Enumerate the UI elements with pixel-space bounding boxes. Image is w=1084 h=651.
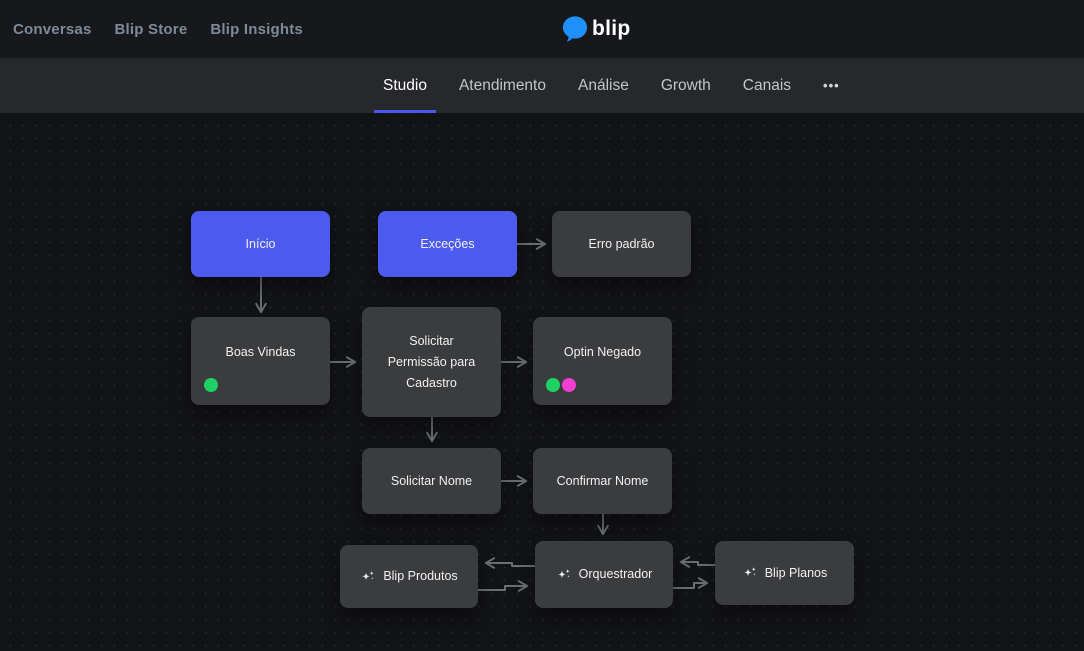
- flow-block-label: Blip Planos: [732, 563, 838, 584]
- flow-block-label: Blip Produtos: [350, 566, 467, 587]
- flow-block-orquestrador[interactable]: Orquestrador: [535, 541, 673, 608]
- tag-dot-green: [546, 378, 560, 392]
- nav-item-blip-insights[interactable]: Blip Insights: [210, 20, 303, 38]
- flow-edge-orquestrador-to-blip-produtos: [484, 557, 535, 569]
- tab-analise[interactable]: Análise: [577, 76, 629, 94]
- tab-growth[interactable]: Growth: [660, 76, 711, 94]
- flow-edge-blip-produtos-to-orquestrador: [478, 580, 529, 592]
- ai-sparkle-icon: [743, 567, 756, 577]
- flow-block-blip-produtos[interactable]: Blip Produtos: [340, 545, 478, 608]
- module-tabs: Studio Atendimento Análise Growth Canais •••: [374, 58, 840, 113]
- flow-edge-orquestrador-to-blip-planos: [673, 577, 709, 589]
- blip-logo-text: blip: [592, 17, 631, 40]
- top-navigation-bar: Conversas Blip Store Blip Insights blip: [0, 0, 1084, 58]
- flow-block-label: Optin Negado: [563, 345, 642, 359]
- workspace-nav: Conversas Blip Store Blip Insights: [0, 21, 303, 38]
- flow-block-inicio[interactable]: Início: [191, 211, 330, 277]
- flow-block-label: Início: [245, 236, 276, 251]
- tab-studio[interactable]: Studio: [374, 58, 436, 113]
- tab-atendimento[interactable]: Atendimento: [458, 76, 546, 94]
- flow-block-label: Erro padrão: [588, 236, 655, 251]
- flow-block-solicitar-nome[interactable]: Solicitar Nome: [362, 448, 501, 514]
- flow-block-excecoes[interactable]: Exceções: [378, 211, 517, 277]
- flow-block-label: Exceções: [420, 236, 475, 251]
- flow-block-label: Boas Vindas: [225, 345, 296, 359]
- nav-item-conversas[interactable]: Conversas: [13, 20, 92, 38]
- flow-block-blip-planos[interactable]: Blip Planos: [715, 541, 854, 605]
- flow-edge-blip-planos-to-orquestrador: [679, 556, 715, 568]
- blip-balloon-icon: [562, 15, 588, 42]
- ai-sparkle-icon: [557, 568, 570, 578]
- tab-canais[interactable]: Canais: [742, 76, 792, 94]
- flow-block-boas-vindas[interactable]: Boas Vindas: [191, 317, 330, 405]
- flow-block-label: Orquestrador: [546, 564, 663, 585]
- nav-item-blip-store[interactable]: Blip Store: [114, 20, 188, 38]
- flow-block-label: Solicitar Nome: [390, 473, 473, 488]
- blip-logo: blip: [561, 0, 631, 58]
- flow-block-erro-padrao[interactable]: Erro padrão: [552, 211, 691, 277]
- tag-dot-green: [204, 378, 218, 392]
- tab-overflow-menu[interactable]: •••: [823, 78, 840, 93]
- tag-dots: [204, 378, 218, 392]
- flow-block-label: Confirmar Nome: [556, 473, 649, 488]
- flow-block-confirmar-nome[interactable]: Confirmar Nome: [533, 448, 672, 514]
- tag-dots: [546, 378, 576, 392]
- tag-dot-magenta: [562, 378, 576, 392]
- module-tab-bar: Studio Atendimento Análise Growth Canais •••: [0, 58, 1084, 113]
- flow-block-optin-negado[interactable]: Optin Negado: [533, 317, 672, 405]
- ai-sparkle-icon: [362, 570, 375, 580]
